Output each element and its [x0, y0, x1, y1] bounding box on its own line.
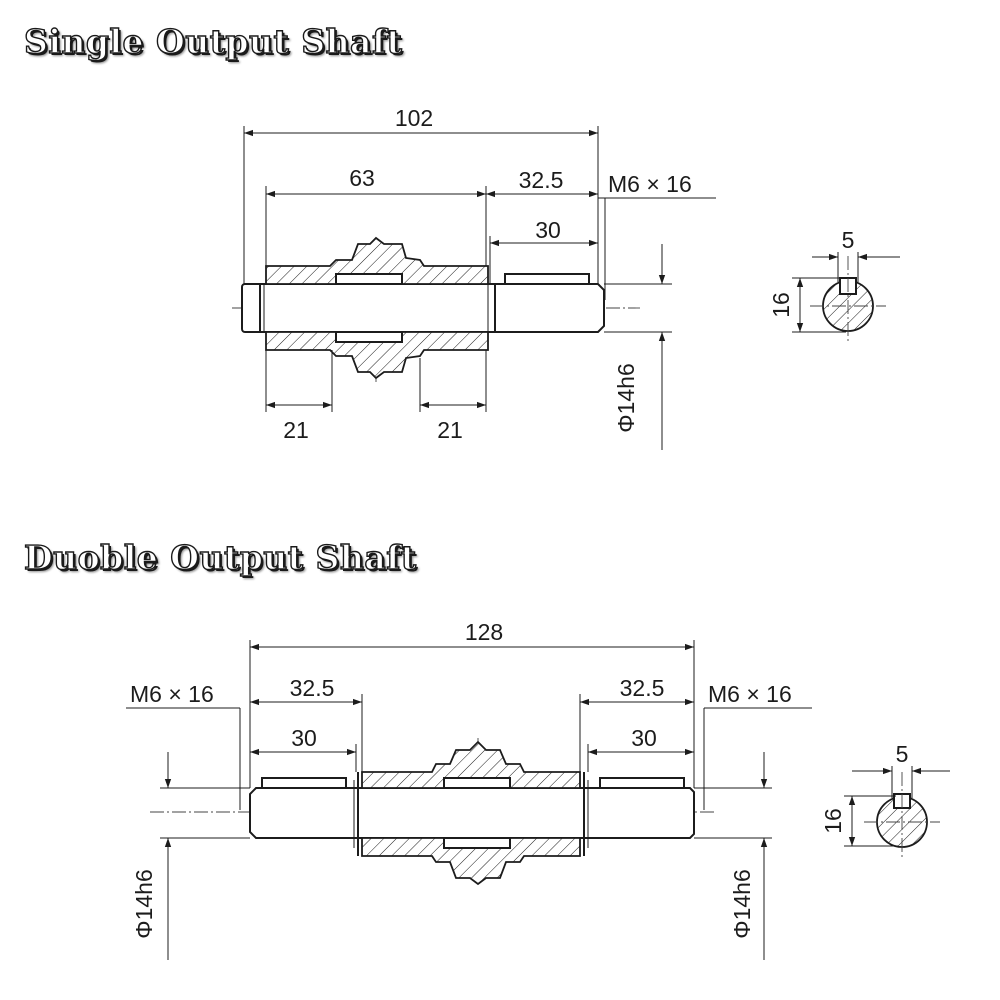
double-right-extension: 32.5: [620, 675, 665, 701]
single-key-height: 16: [768, 292, 794, 318]
double-key-section: 5 16: [820, 741, 950, 858]
single-shaft-drawing: 102 63 32.5 M6 × 16 30 21 21 Φ14h6 5 16: [232, 105, 900, 450]
double-right-key-length: 30: [631, 725, 657, 751]
single-key-length: 30: [535, 217, 561, 243]
double-key-height: 16: [820, 808, 846, 834]
single-overall-length: 102: [395, 105, 433, 131]
single-diameter: Φ14h6: [613, 363, 639, 433]
double-right-diameter: Φ14h6: [729, 869, 755, 939]
double-left-thread: M6 × 16: [130, 681, 214, 707]
single-output-shaft-heading: Single Output Shaft: [23, 21, 403, 61]
double-right-thread: M6 × 16: [708, 681, 792, 707]
single-hub-left: 21: [283, 417, 309, 443]
single-extension-length: 32.5: [519, 167, 564, 193]
single-key-width: 5: [842, 227, 855, 253]
double-left-key-length: 30: [291, 725, 317, 751]
single-key-section: 5 16: [768, 227, 900, 342]
single-body-length: 63: [349, 165, 375, 191]
single-hub-right: 21: [437, 417, 463, 443]
double-shaft-drawing: 128 32.5 32.5 30 30 M6 × 16 M6 × 16 Φ14h…: [126, 619, 950, 960]
double-output-shaft-heading: Duoble Output Shaft: [23, 537, 417, 577]
double-key-width: 5: [896, 741, 909, 767]
double-left-diameter: Φ14h6: [131, 869, 157, 939]
double-left-extension: 32.5: [290, 675, 335, 701]
double-overall-length: 128: [465, 619, 503, 645]
single-thread-spec: M6 × 16: [608, 171, 692, 197]
